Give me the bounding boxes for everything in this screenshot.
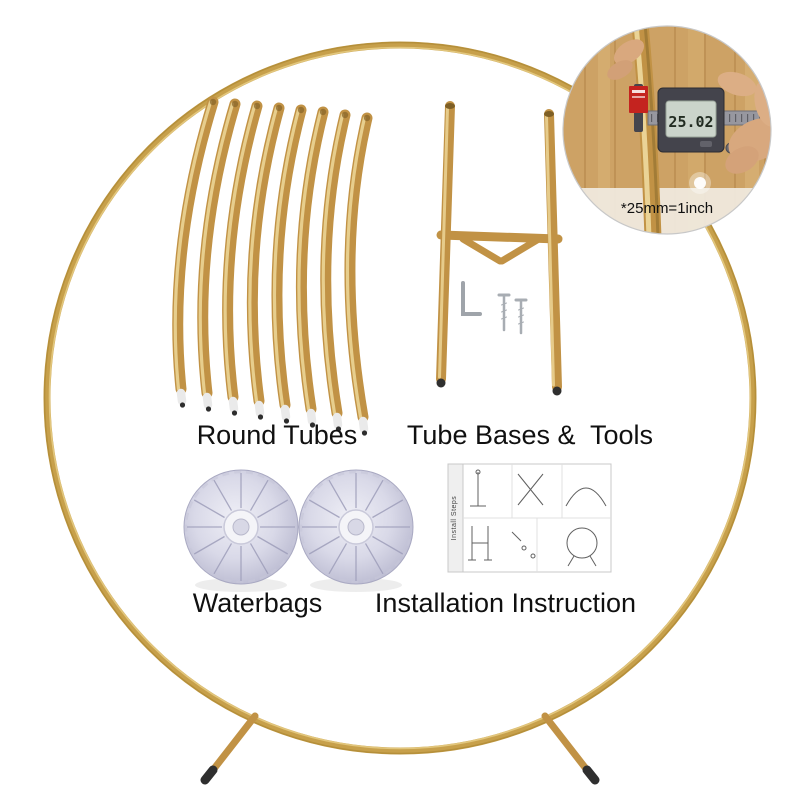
round-tubes-fan <box>172 96 373 436</box>
tube-end-caps <box>176 388 369 434</box>
instruction-side-text: Install Steps <box>451 496 458 541</box>
arch-leg-left <box>209 712 259 774</box>
hex-key-icon <box>461 281 482 316</box>
hand-finger <box>717 71 757 97</box>
label-round-tubes: Round Tubes <box>196 420 358 450</box>
label-waterbags: Waterbags <box>192 588 323 618</box>
label-tube-bases-tools: Tube Bases & Tools <box>406 420 654 450</box>
instruction-sheet: Install Steps <box>447 463 612 573</box>
hand-finger <box>613 39 645 65</box>
arch-ring <box>43 41 757 755</box>
waterbag <box>182 468 300 594</box>
digital-caliper: 25.02 <box>629 84 771 154</box>
tube-top-rims <box>209 98 371 122</box>
caliper-display-reading: 25.02 <box>668 113 713 131</box>
arch-foot-right <box>582 765 600 785</box>
assembly-tools <box>461 281 528 335</box>
screw-icon <box>497 293 511 332</box>
arch-foot-left <box>200 765 218 785</box>
arch-legs <box>200 712 600 785</box>
waterbag <box>297 468 415 594</box>
label-installation-instruction: Installation Instruction <box>374 588 637 618</box>
screw-icon <box>514 298 528 335</box>
measurement-inset: 25.02 <box>562 25 772 235</box>
tube-base-stand <box>436 101 563 396</box>
hand-thumb <box>725 146 759 174</box>
caliper-button <box>700 141 712 147</box>
arch-leg-right <box>541 712 591 774</box>
hand-finger <box>607 60 633 80</box>
inset-size-note: *25mm=1inch <box>620 200 714 217</box>
caliper-display <box>665 100 717 138</box>
instruction-diagrams <box>468 469 607 567</box>
